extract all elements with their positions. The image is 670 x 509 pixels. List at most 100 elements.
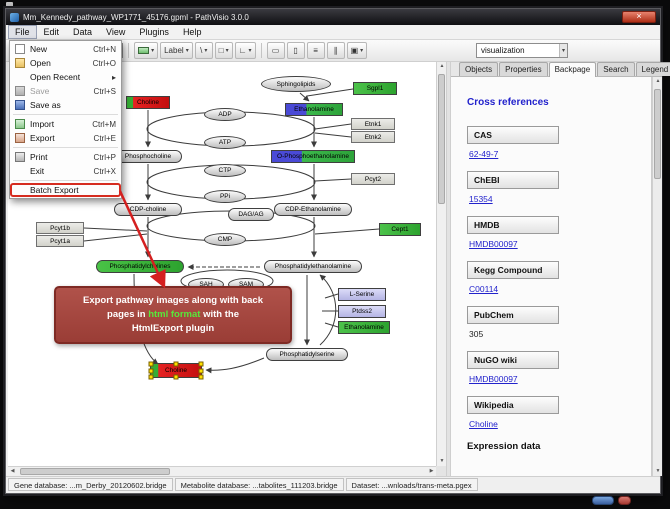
backpage-value-cas[interactable]: 62-49-7	[469, 149, 499, 159]
add-label-button[interactable]: Label ▾	[160, 42, 193, 59]
pathway-node-etnk1[interactable]: Etnk1	[351, 118, 395, 130]
stack-button[interactable]: ▣ ▾	[346, 42, 368, 59]
selection-handle[interactable]	[198, 374, 204, 380]
pathway-node-phosphocholine[interactable]: Phosphocholine	[114, 150, 182, 163]
menu-view[interactable]: View	[106, 27, 126, 37]
cross-references-title: Cross references	[467, 97, 549, 108]
backpage-value-chebi[interactable]: 15354	[469, 194, 493, 204]
selection-handle[interactable]	[173, 361, 179, 367]
tab-objects[interactable]: Objects	[459, 62, 499, 76]
pathway-node-sphingolipids[interactable]: Sphingolipids	[261, 76, 331, 92]
pathway-node-choline[interactable]: Choline	[126, 96, 170, 109]
scrollbar-thumb[interactable]	[20, 468, 170, 475]
common-height-button[interactable]: ≡	[306, 42, 325, 59]
scroll-up-icon[interactable]: ▲	[439, 63, 445, 69]
scrollbar-thumb[interactable]	[654, 89, 661, 179]
canvas-vertical-scrollbar[interactable]: ▲ ▼	[436, 62, 446, 466]
menu-help[interactable]: Help	[182, 27, 202, 37]
pathway-node-ctp[interactable]: CTP	[204, 164, 246, 177]
toolbar-separator	[260, 43, 262, 58]
scroll-down-icon[interactable]: ▼	[439, 458, 445, 464]
pathway-node-pcyt1a[interactable]: Pcyt1a	[36, 235, 84, 247]
scroll-down-icon[interactable]: ▼	[655, 468, 661, 474]
pathway-node-sgpl1[interactable]: Sgpl1	[353, 82, 397, 95]
backpage-header-nugo-wiki: NuGO wiki	[467, 351, 559, 369]
backpage-header-pubchem: PubChem	[467, 306, 559, 324]
pathway-node-dag-ag[interactable]: DAG/AG	[228, 208, 274, 221]
tab-search[interactable]: Search	[597, 62, 635, 76]
pathway-node-choline[interactable]: Choline	[148, 361, 204, 380]
selection-handle[interactable]	[148, 361, 154, 367]
pathway-node-adp[interactable]: ADP	[204, 108, 246, 121]
backpage-value-wikipedia[interactable]: Choline	[469, 419, 498, 429]
pathway-node-cept1[interactable]: Cept1	[379, 223, 421, 236]
pathway-node-cmp[interactable]: CMP	[204, 233, 246, 246]
add-datanode-button[interactable]: ▾	[134, 42, 159, 59]
scroll-left-icon[interactable]: ◀	[10, 468, 15, 474]
pathway-node-ethanolamine[interactable]: Ethanolamine	[338, 321, 390, 334]
menu-file[interactable]: File	[8, 25, 37, 39]
pathway-node-cdp-choline[interactable]: CDP-choline	[114, 203, 182, 216]
shape-tool-button[interactable]: □ ▾	[214, 42, 233, 59]
visualization-select[interactable]: visualization ▾	[476, 43, 568, 58]
menu-data[interactable]: Data	[73, 27, 93, 37]
connector-tool-button[interactable]: ∟ ▾	[234, 42, 256, 59]
canvas-horizontal-scrollbar[interactable]: ◀ ▶	[8, 466, 436, 476]
close-button[interactable]: ×	[622, 11, 656, 23]
pathway-node-ppi[interactable]: PPi	[204, 190, 246, 203]
file-menu-item-open-recent[interactable]: Open Recent▸	[10, 70, 121, 84]
pathway-node-etnk2[interactable]: Etnk2	[351, 131, 395, 143]
pathway-node-cdp-ethanolamine[interactable]: CDP-Ethanolamine	[274, 203, 352, 216]
selection-handle[interactable]	[148, 368, 154, 373]
menu-edit[interactable]: Edit	[43, 27, 60, 37]
selection-handle[interactable]	[173, 374, 179, 380]
scrollbar-thumb[interactable]	[438, 74, 445, 204]
pathway-node-phosphatidylethanolamine[interactable]: Phosphatidylethanolamine	[264, 260, 362, 273]
pathway-node-ethanolamine[interactable]: Ethanolamine	[285, 103, 343, 116]
selection-handle[interactable]	[148, 374, 154, 380]
scroll-right-icon[interactable]: ▶	[429, 468, 434, 474]
menu-plugins[interactable]: Plugins	[139, 27, 169, 37]
backpage-value-nugo-wiki[interactable]: HMDB00097	[469, 374, 518, 384]
selection-handle[interactable]	[198, 361, 204, 367]
pathway-node-phosphatidylcholines[interactable]: Phosphatidylcholines	[96, 260, 184, 273]
panel-splitter[interactable]	[446, 62, 451, 476]
file-menu-item-batch-export[interactable]: Batch Export	[10, 183, 121, 197]
panel-vertical-scrollbar[interactable]: ▲ ▼	[652, 77, 662, 476]
backpage-value-hmdb[interactable]: HMDB00097	[469, 239, 518, 249]
align-vertical-button[interactable]: ▯	[286, 42, 305, 59]
line-tool-button[interactable]: \ ▾	[194, 42, 213, 59]
pathway-node-l-serine[interactable]: L-Serine	[338, 288, 386, 301]
pathway-node-pcyt2[interactable]: Pcyt2	[351, 173, 395, 185]
scroll-up-icon[interactable]: ▲	[655, 78, 661, 84]
selection-handle[interactable]	[198, 368, 204, 373]
tab-properties[interactable]: Properties	[499, 62, 548, 76]
shape-tool-icon: □	[218, 46, 224, 55]
pathway-node-atp[interactable]: ATP	[204, 136, 246, 149]
pathway-node-ptdss2[interactable]: Ptdss2	[338, 305, 386, 318]
pathway-node-o-phosphoethanolamine[interactable]: O-Phosphoethanolamine	[271, 150, 355, 163]
pathway-node-pcyt1b[interactable]: Pcyt1b	[36, 222, 84, 234]
backpage-value-kegg-compound[interactable]: C00114	[469, 284, 499, 294]
taskbar-blue-button[interactable]	[592, 496, 614, 505]
taskbar-red-button[interactable]	[618, 496, 631, 505]
tab-legend[interactable]: Legend	[635, 62, 670, 76]
common-width-button[interactable]: ∥	[326, 42, 345, 59]
tab-backpage[interactable]: Backpage	[548, 62, 597, 77]
align-horizontal-button[interactable]: ▭	[266, 42, 285, 59]
print-icon	[15, 152, 25, 162]
title-bar: Mm_Kennedy_pathway_WP1771_45176.gpml - P…	[6, 9, 660, 25]
pathway-node-phosphatidylserine[interactable]: Phosphatidylserine	[266, 348, 348, 361]
app-icon	[10, 12, 19, 22]
file-menu-item-save-as[interactable]: Save as	[10, 98, 121, 112]
scrollbar-corner	[436, 466, 446, 476]
